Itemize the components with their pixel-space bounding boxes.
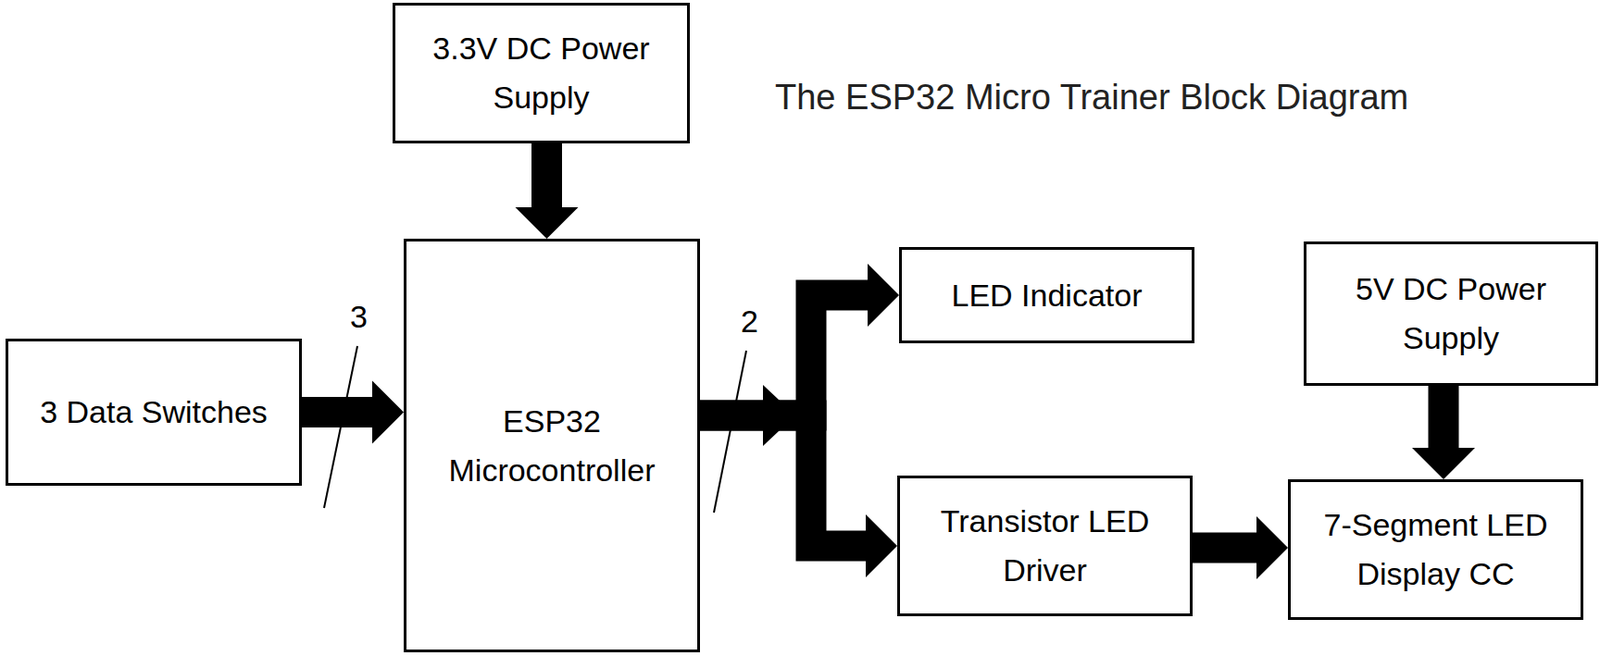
diagram-title: The ESP32 Micro Trainer Block Diagram	[775, 77, 1409, 118]
block-arrow	[515, 143, 579, 239]
block-box: LED Indicator	[899, 247, 1195, 344]
block-label: 3 Data Switches	[39, 387, 268, 438]
arrow-shaft	[700, 415, 867, 547]
block-box: Transistor LED Driver	[897, 475, 1193, 617]
arrowhead	[865, 514, 898, 578]
arrowhead	[515, 207, 579, 239]
block-box: 3.3V DC Power Supply	[392, 2, 690, 144]
block-label: 3.3V DC Power Supply	[413, 24, 669, 122]
block-box: 7-Segment LED Display CC	[1287, 479, 1584, 621]
arrowhead	[372, 381, 404, 445]
bus-width-label: 2	[740, 303, 759, 340]
block-arrow	[1412, 386, 1475, 480]
block-label: LED Indicator	[951, 271, 1143, 321]
block-label: 7-Segment LED Display CC	[1309, 500, 1563, 599]
arrow-shaft	[531, 143, 563, 209]
block-arrow	[1192, 516, 1288, 580]
block-arrow	[301, 381, 404, 445]
block-label: 5V DC Power Supply	[1326, 264, 1575, 363]
block-label: Transistor LED Driver	[918, 497, 1172, 595]
arrowhead	[1256, 516, 1288, 580]
bus-slash	[713, 350, 747, 513]
arrow-shaft	[1428, 386, 1460, 450]
arrow-shaft	[1192, 533, 1258, 564]
block-arrow	[700, 415, 898, 578]
arrowhead	[867, 263, 900, 327]
block-box: ESP32 Microcontroller	[403, 238, 700, 653]
arrow-shaft	[301, 397, 374, 428]
arrow-shaft	[700, 295, 869, 416]
block-arrow	[700, 263, 900, 416]
block-box: 5V DC Power Supply	[1303, 241, 1599, 387]
arrowhead	[1412, 448, 1475, 480]
block-label: ESP32 Microcontroller	[425, 397, 679, 495]
block-box: 3 Data Switches	[5, 338, 302, 487]
bus-width-label: 3	[350, 299, 368, 336]
